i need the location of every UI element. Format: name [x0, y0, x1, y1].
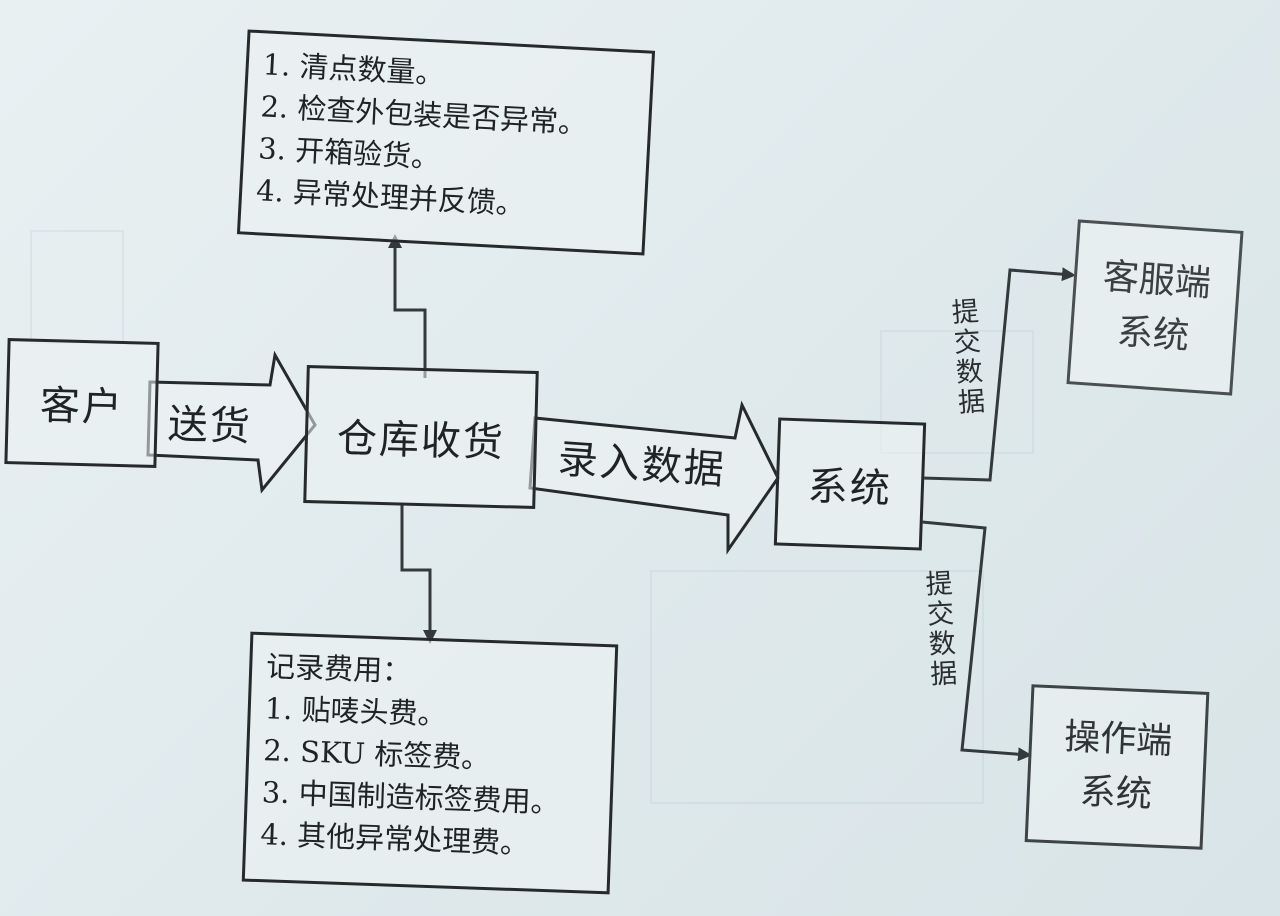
node-warehouse: 仓库收货: [303, 364, 539, 510]
checks-box: 1. 清点数量。 2. 检查外包装是否异常。 3. 开箱验货。 4. 异常处理并…: [236, 29, 656, 256]
background-ghost-box: [650, 570, 984, 804]
edge-label-char: 提: [924, 568, 954, 601]
edge-label-char: 数: [927, 628, 957, 661]
node-cs-system-line2: 系统: [1115, 310, 1191, 357]
arrow-enter-data: [528, 400, 780, 555]
edge-label-char: 数: [954, 356, 985, 389]
node-cs-system: 客服端 系统: [1066, 219, 1244, 396]
node-customer: 客户: [4, 338, 160, 468]
edge-label-char: 交: [952, 326, 982, 359]
edge-warehouse-to-checks: [388, 234, 427, 378]
node-ops-system: 操作端 系统: [1024, 684, 1210, 850]
edge-label-char: 据: [957, 385, 987, 419]
arrow-deliver: [146, 350, 317, 494]
edge-label-char: 提: [950, 296, 980, 330]
node-ops-system-line2: 系统: [1078, 771, 1153, 816]
node-customer-label: 客户: [39, 382, 125, 432]
edge-label-enter-data: 录入数据: [556, 436, 728, 494]
node-cs-system-line1: 客服端: [1101, 255, 1213, 305]
edge-system-to-cs: [921, 267, 1076, 482]
node-system: 系统: [773, 417, 927, 551]
node-system-label: 系统: [807, 463, 893, 513]
node-warehouse-label: 仓库收货: [336, 415, 506, 467]
edge-system-to-ops: [921, 520, 1032, 762]
background-ghost-box: [880, 330, 1034, 454]
fees-box: 记录费用： 1. 贴唛头费。 2. SKU 标签费。 3. 中国制造标签费用。 …: [241, 631, 619, 895]
edge-label-deliver: 送货: [167, 401, 253, 451]
node-ops-system-line1: 操作端: [1063, 716, 1174, 763]
edge-label-char: 交: [926, 598, 955, 631]
edge-label-char: 据: [929, 658, 959, 691]
edge-warehouse-to-fees: [400, 505, 437, 644]
